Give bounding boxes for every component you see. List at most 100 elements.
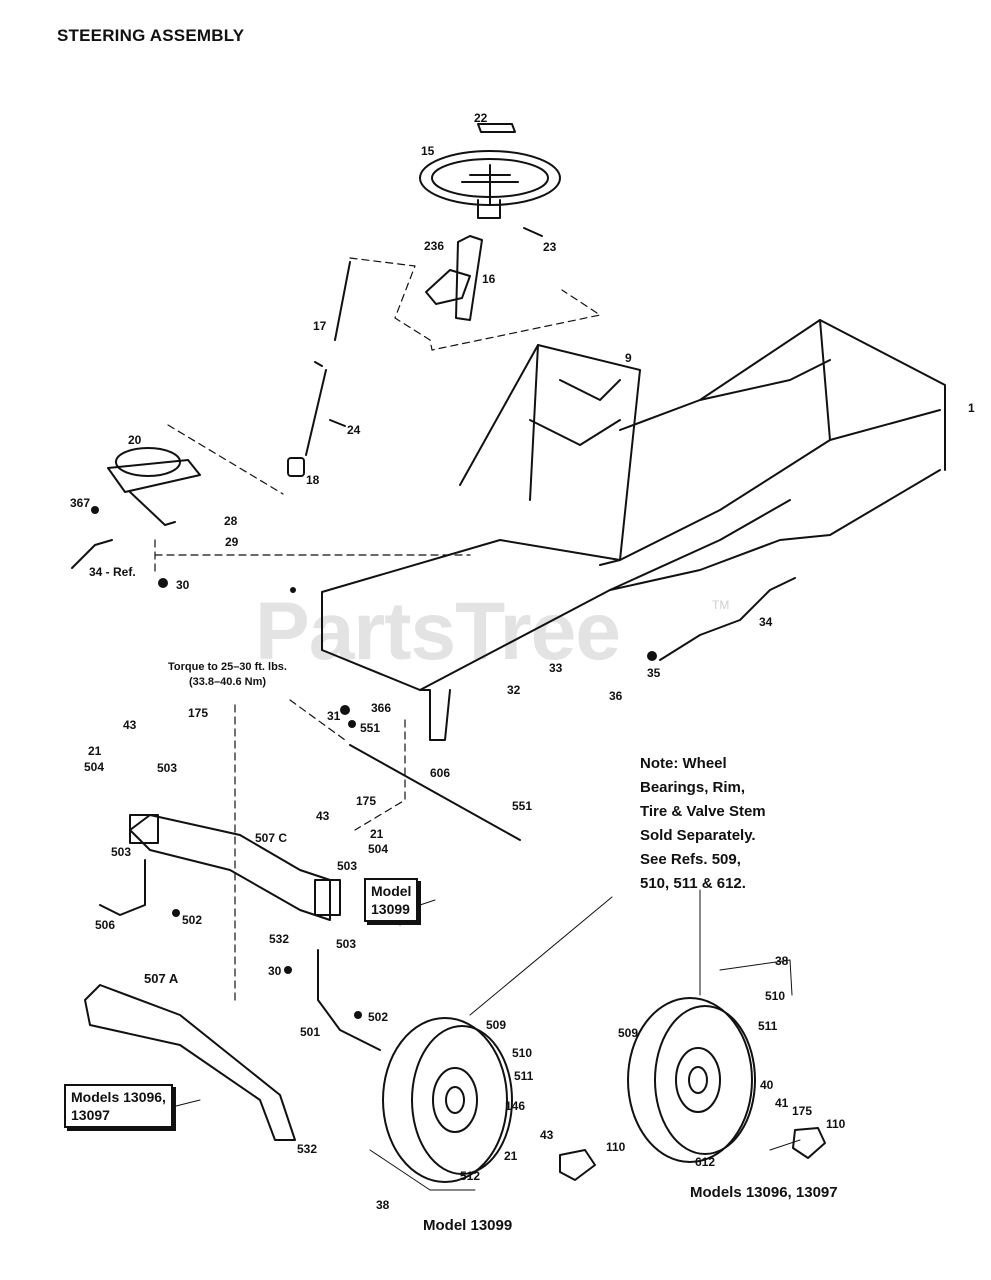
part-label: 29	[225, 535, 239, 549]
part-label: 31	[327, 709, 341, 723]
part-label: 43	[316, 809, 330, 823]
part-label: 15	[421, 144, 435, 158]
part-label: 22	[474, 111, 488, 125]
part-label: 511	[514, 1069, 534, 1083]
front-axle-c	[129, 814, 341, 921]
part-label: 21	[370, 827, 384, 841]
part-label: 512	[460, 1169, 481, 1183]
part-label: 506	[95, 918, 116, 932]
note-line-5: See Refs. 509,	[640, 851, 741, 868]
part-label: 146	[505, 1099, 526, 1113]
part-label: 367	[70, 496, 91, 510]
spindle-left	[99, 859, 146, 916]
spindle-right	[317, 949, 381, 1051]
hub-cap-left	[559, 1149, 596, 1181]
part-label: 236	[424, 239, 445, 253]
part-label: 366	[371, 701, 392, 715]
watermark: PartsTree	[255, 586, 621, 677]
part-label: 17	[313, 319, 327, 333]
part-label: 175	[792, 1104, 813, 1118]
part-label: 509	[618, 1026, 639, 1040]
part-label: 16	[482, 272, 496, 286]
steering-cap	[477, 123, 516, 133]
seat-support	[459, 344, 641, 566]
torque-note: Torque to 25–30 ft. lbs. (33.8–40.6 Nm)	[168, 660, 287, 690]
part-label: 503	[157, 761, 178, 775]
wheel-model-13099	[382, 1017, 513, 1183]
part-label: 510	[765, 989, 786, 1003]
part-label: 21	[504, 1149, 518, 1163]
part-label: 41	[775, 1096, 789, 1110]
steering-shaft	[305, 261, 351, 456]
pin-24	[329, 419, 346, 427]
part-label: 551	[512, 799, 533, 813]
part-label: 511	[758, 1019, 778, 1033]
part-label: 34 - Ref.	[89, 565, 136, 579]
part-label: 18	[306, 473, 320, 487]
part-label: 510	[512, 1046, 533, 1060]
wheel-note: Note: Wheel Bearings, Rim, Tire & Valve …	[640, 752, 766, 896]
part-label: 551	[360, 721, 381, 735]
part-label: 36	[609, 689, 623, 703]
part-label: 175	[188, 706, 209, 720]
part-label: 502	[182, 913, 203, 927]
model-box-line-1: Models 13096,	[71, 1089, 166, 1105]
drag-link	[349, 744, 521, 841]
model-box-line-2: 13099	[371, 901, 410, 917]
front-axle-a	[84, 984, 296, 1141]
part-label: 34	[759, 615, 773, 629]
caption-models-13096: Models 13096, 13097	[690, 1184, 838, 1201]
model-box-line-1: Model	[371, 883, 412, 899]
watermark-trademark: TM	[712, 598, 730, 612]
part-label: 20	[128, 433, 142, 447]
hub-cap-right	[792, 1127, 826, 1159]
part-label: 606	[430, 766, 451, 780]
drag-link-ref	[71, 539, 113, 569]
part-label: 43	[540, 1128, 554, 1142]
part-label: 504	[84, 760, 105, 774]
part-label: 23	[543, 240, 557, 254]
part-label: 21	[88, 744, 102, 758]
chassis-frame	[321, 319, 946, 741]
steering-column	[425, 235, 483, 321]
part-label: 43	[123, 718, 137, 732]
part-label: 503	[337, 859, 358, 873]
note-line-1: Note: Wheel	[640, 755, 727, 772]
note-line-4: Sold Separately.	[640, 827, 756, 844]
part-label: 38	[775, 954, 789, 968]
part-label: 24	[347, 423, 361, 437]
note-line-2: Bearings, Rim,	[640, 779, 746, 796]
part-label: 110	[826, 1117, 846, 1131]
part-label: 28	[224, 514, 238, 528]
part-label: 32	[507, 683, 521, 697]
part-label: 1	[968, 401, 975, 415]
part-label: 30	[268, 964, 282, 978]
part-label: 40	[760, 1078, 774, 1092]
part-label: 532	[297, 1142, 318, 1156]
part-label: 502	[368, 1010, 389, 1024]
tie-rod	[659, 577, 796, 661]
model-box-line-2: 13097	[71, 1107, 110, 1123]
part-label: 503	[336, 937, 357, 951]
part-label: 504	[368, 842, 389, 856]
model-box-13099: Model 13099	[364, 878, 419, 922]
part-label: 175	[356, 794, 377, 808]
roll-pin	[523, 227, 543, 237]
steering-gear	[107, 447, 201, 526]
part-label: 507 A	[144, 971, 179, 986]
part-label: 110	[606, 1140, 626, 1154]
part-label: 33	[549, 661, 563, 675]
model-box-13096: Models 13096, 13097	[64, 1084, 173, 1128]
part-label: 30	[176, 578, 190, 592]
part-label: 509	[486, 1018, 507, 1032]
bushing	[287, 457, 305, 477]
part-label: 507 C	[255, 831, 288, 845]
part-label: 35	[647, 666, 661, 680]
caption-model-13099: Model 13099	[423, 1217, 513, 1234]
part-label: 612	[695, 1155, 716, 1169]
torque-line-1: Torque to 25–30 ft. lbs.	[168, 661, 287, 673]
part-label: 532	[269, 932, 290, 946]
part-label: 503	[111, 845, 132, 859]
part-label: 9	[625, 351, 632, 365]
